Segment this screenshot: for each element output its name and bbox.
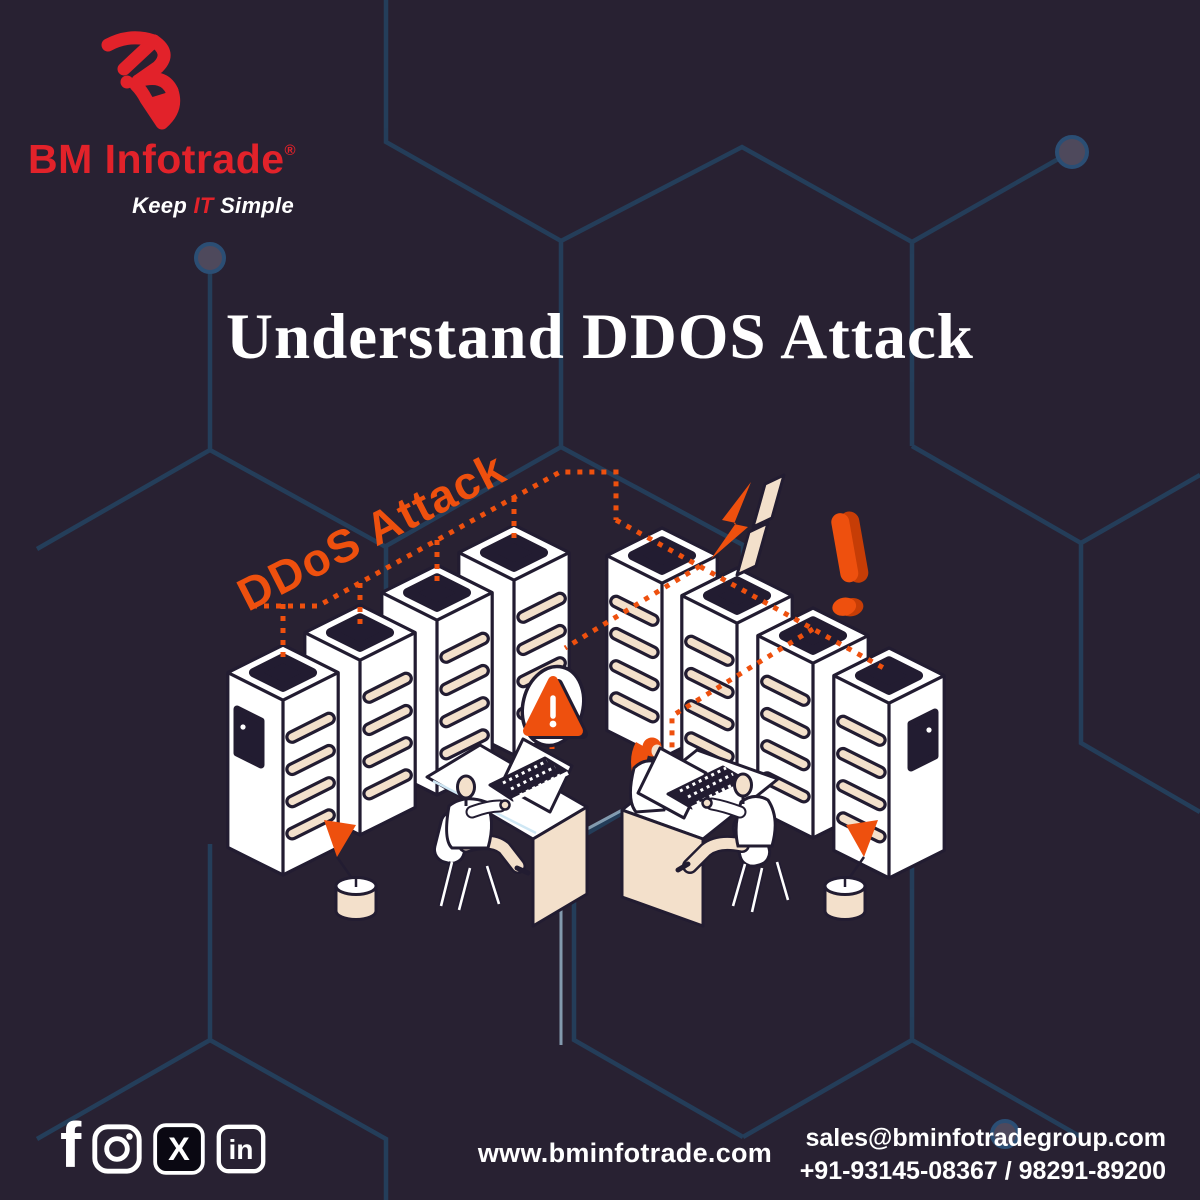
instagram-icon[interactable] [91,1123,143,1175]
laptop [636,746,749,820]
registered-mark: ® [284,142,297,159]
desk-panel [620,808,705,928]
contact-block: sales@bminfotradegroup.com +91-93145-083… [800,1122,1166,1188]
workstation-left [425,737,589,928]
bm-infotrade-logo-icon [101,31,181,130]
workstation-right [620,737,791,928]
server-door-panel [233,705,265,769]
flag-marker-right [823,820,878,921]
desk-panel [531,805,589,928]
lightning-icon [711,473,786,577]
server-door-led [240,724,246,730]
server-door-led [926,727,932,733]
exclamation-icon [831,511,869,617]
hand [499,799,511,811]
hexagon-node-dots [194,135,1089,1149]
laptop [488,737,574,814]
flag-marker-left [324,820,378,921]
contact-phone[interactable]: +91-93145-08367 / 98291-89200 [799,1157,1166,1185]
warning-triangle-icon [520,664,588,748]
server-door-panel [907,708,939,772]
server-group-right [607,528,944,878]
linkedin-icon[interactable]: in [215,1123,267,1175]
svg-text:in: in [229,1134,254,1165]
contact-email[interactable]: sales@bminfotradegroup.com [805,1124,1166,1152]
x-twitter-icon[interactable]: X [153,1123,206,1175]
website-url[interactable]: www.bminfotrade.com [477,1138,773,1168]
brand-tagline: Keep IT Simple [132,193,294,218]
brand-name: BM Infotrade® [28,136,297,182]
facebook-icon[interactable]: f [60,1109,82,1181]
person-right [675,772,777,874]
page-title: Understand DDOS Attack [226,301,974,373]
server-group-left [228,525,569,875]
svg-text:X: X [168,1131,190,1167]
social-icons: f X in [60,1109,267,1181]
